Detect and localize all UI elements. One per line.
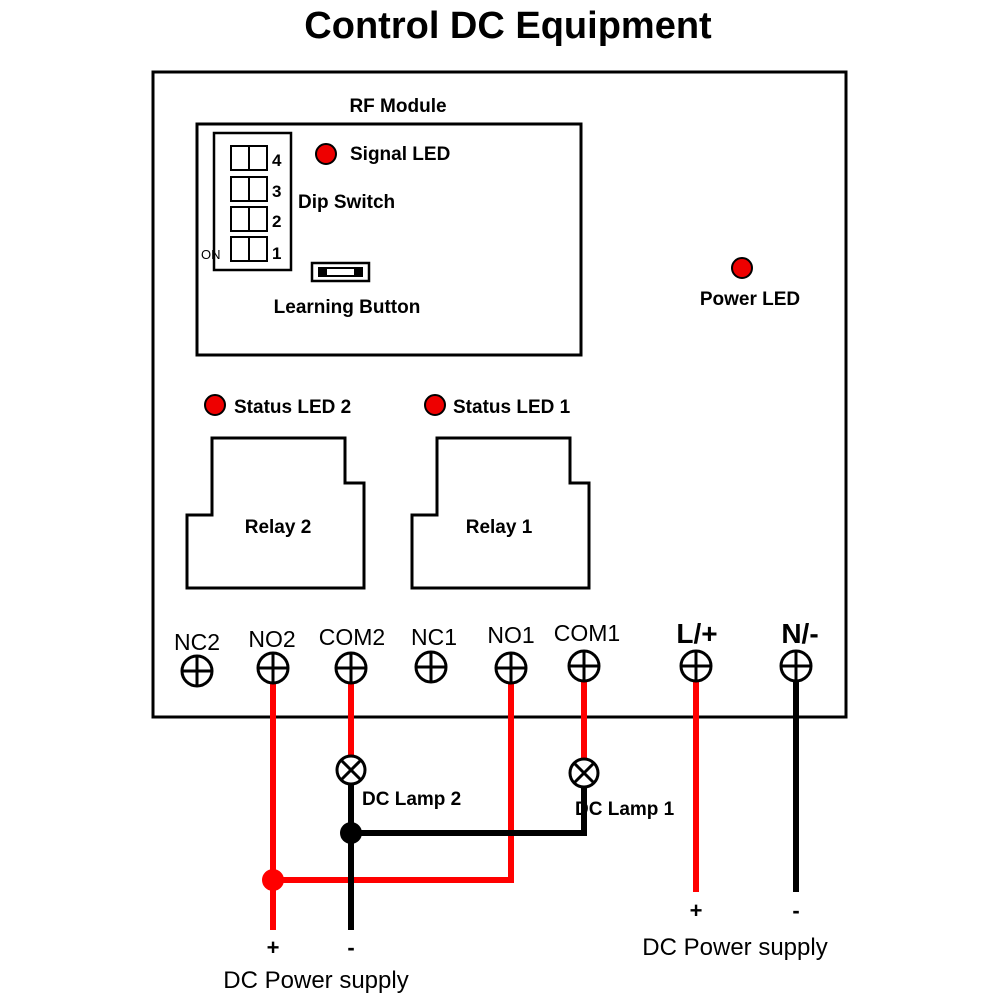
learning-button-label: Learning Button [274, 297, 421, 318]
terminal-nc2-screw[interactable] [180, 654, 214, 688]
dip-switch-2[interactable] [230, 206, 268, 232]
dc-lamp-1-label: DC Lamp 1 [575, 799, 675, 820]
controller-enclosure [151, 70, 848, 719]
status-led-1-label: Status LED 1 [453, 397, 571, 418]
dip-number-1: 1 [272, 244, 281, 263]
rf-module-label: RF Module [349, 96, 446, 117]
junction-positive [262, 869, 284, 891]
wire-lamps-negative [348, 784, 587, 930]
relay-1-body [410, 436, 591, 590]
dip-number-3: 3 [272, 182, 281, 201]
signal-led-label: Signal LED [350, 144, 450, 165]
dip-number-2: 2 [272, 212, 281, 231]
supply-left-label: DC Power supply [223, 967, 408, 994]
power-led [731, 257, 753, 279]
terminal-n-minus-label: N/- [781, 618, 818, 649]
terminal-no1-label: NO1 [487, 622, 534, 648]
dip-switch-1[interactable] [230, 236, 268, 262]
supply-right-label: DC Power supply [642, 934, 827, 961]
terminal-com1-label: COM1 [554, 620, 620, 646]
signal-led [315, 143, 337, 165]
terminal-com2-label: COM2 [319, 624, 385, 650]
dip-switch-4[interactable] [230, 145, 268, 171]
dip-switch-housing [212, 131, 293, 272]
power-led-label: Power LED [700, 289, 800, 310]
terminal-com1-screw[interactable] [567, 649, 601, 683]
dc-lamp-2-label: DC Lamp 2 [362, 789, 461, 810]
dip-switch-label: Dip Switch [298, 192, 395, 213]
supply-right-plus: + [690, 898, 703, 923]
terminal-nc1-label: NC1 [411, 624, 457, 650]
terminal-n-minus-screw[interactable] [779, 649, 813, 683]
dip-on-label: ON [201, 247, 221, 262]
relay-2-body [185, 436, 366, 590]
terminal-no1-screw[interactable] [494, 651, 528, 685]
learning-button[interactable] [310, 261, 371, 283]
terminal-nc2-label: NC2 [174, 629, 220, 655]
rf-module-box [195, 122, 583, 357]
terminal-nc1-screw[interactable] [414, 650, 448, 684]
terminal-no2-screw[interactable] [256, 651, 290, 685]
junction-negative [340, 822, 362, 844]
supply-left-plus: + [267, 935, 280, 960]
dip-switch-3[interactable] [230, 176, 268, 202]
status-led-1 [424, 394, 446, 416]
supply-right-minus: - [792, 898, 799, 923]
terminal-no2-label: NO2 [248, 626, 295, 652]
status-led-2 [204, 394, 226, 416]
relay-1-label: Relay 1 [466, 517, 533, 538]
status-led-2-label: Status LED 2 [234, 397, 351, 418]
dip-number-4: 4 [272, 151, 282, 170]
terminal-l-plus-label: L/+ [676, 618, 717, 649]
dc-lamp-2-icon [335, 754, 367, 786]
terminal-l-plus-screw[interactable] [679, 649, 713, 683]
terminal-com2-screw[interactable] [334, 651, 368, 685]
relay-2-label: Relay 2 [245, 517, 312, 538]
diagram-title: Control DC Equipment [304, 5, 712, 47]
supply-left-minus: - [347, 935, 354, 960]
wire-no1-positive [273, 668, 514, 883]
dc-lamp-1-icon [568, 757, 600, 789]
